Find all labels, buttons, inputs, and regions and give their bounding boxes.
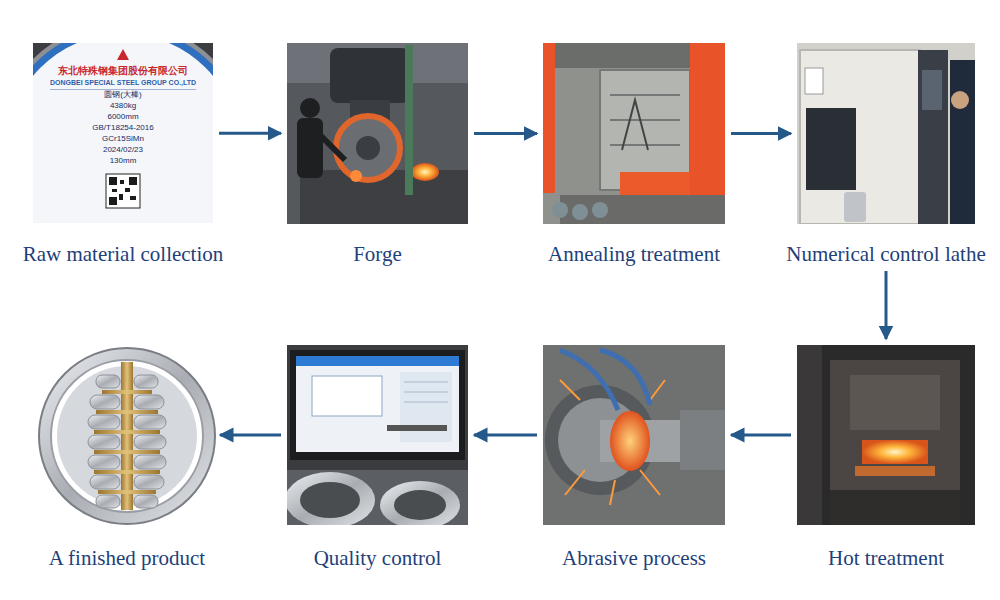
flow-arrow xyxy=(219,132,281,135)
photo-frame xyxy=(543,43,725,224)
photo-frame xyxy=(287,345,468,525)
process-step: A finished product xyxy=(40,345,214,570)
flow-arrow xyxy=(474,132,537,135)
tag-text: 6000mm xyxy=(43,111,203,122)
step-caption: Abrasive process xyxy=(562,546,706,570)
flow-arrow xyxy=(474,434,537,437)
photo-frame xyxy=(797,345,975,525)
tag-text: DONGBEI SPECIAL STEEL GROUP CO.,LTD xyxy=(43,77,203,89)
photo-frame xyxy=(40,345,214,525)
flow-arrow xyxy=(731,132,791,135)
step-caption: Quality control xyxy=(314,546,442,570)
tag-text: GB/T18254-2016 xyxy=(43,122,203,133)
tag-text: 130mm xyxy=(43,155,203,166)
steel-tag-text: 东北特殊钢集团股份有限公司DONGBEI SPECIAL STEEL GROUP… xyxy=(43,64,203,166)
photo-frame xyxy=(287,43,468,224)
process-step: Raw material collection xyxy=(33,43,213,266)
process-step: Abrasive process xyxy=(543,345,725,570)
step-caption: Numerical control lathe xyxy=(786,242,985,266)
flow-arrow xyxy=(885,271,888,339)
process-step: Numerical control lathe xyxy=(797,43,975,266)
tag-text: 4380kg xyxy=(43,100,203,111)
step-caption: A finished product xyxy=(49,546,205,570)
step-caption: Raw material collection xyxy=(23,242,224,266)
step-caption: Hot treatment xyxy=(828,546,944,570)
flow-arrow xyxy=(731,434,791,437)
step-caption: Forge xyxy=(353,242,402,266)
photo-frame xyxy=(797,43,975,224)
photo-frame xyxy=(543,345,725,525)
tag-text: GCr15SiMn xyxy=(43,133,203,144)
tag-text: 东北特殊钢集团股份有限公司 xyxy=(43,64,203,77)
flow-arrow xyxy=(220,434,281,437)
process-step: Hot treatment xyxy=(797,345,975,570)
tag-text: 2024/02/23 xyxy=(43,144,203,155)
process-step: Quality control xyxy=(287,345,468,570)
process-step: Forge xyxy=(287,43,468,266)
tag-text: 圆钢(大棒) xyxy=(43,89,203,100)
step-caption: Annealing treatment xyxy=(548,242,720,266)
process-step: Annealing treatment xyxy=(543,43,725,266)
